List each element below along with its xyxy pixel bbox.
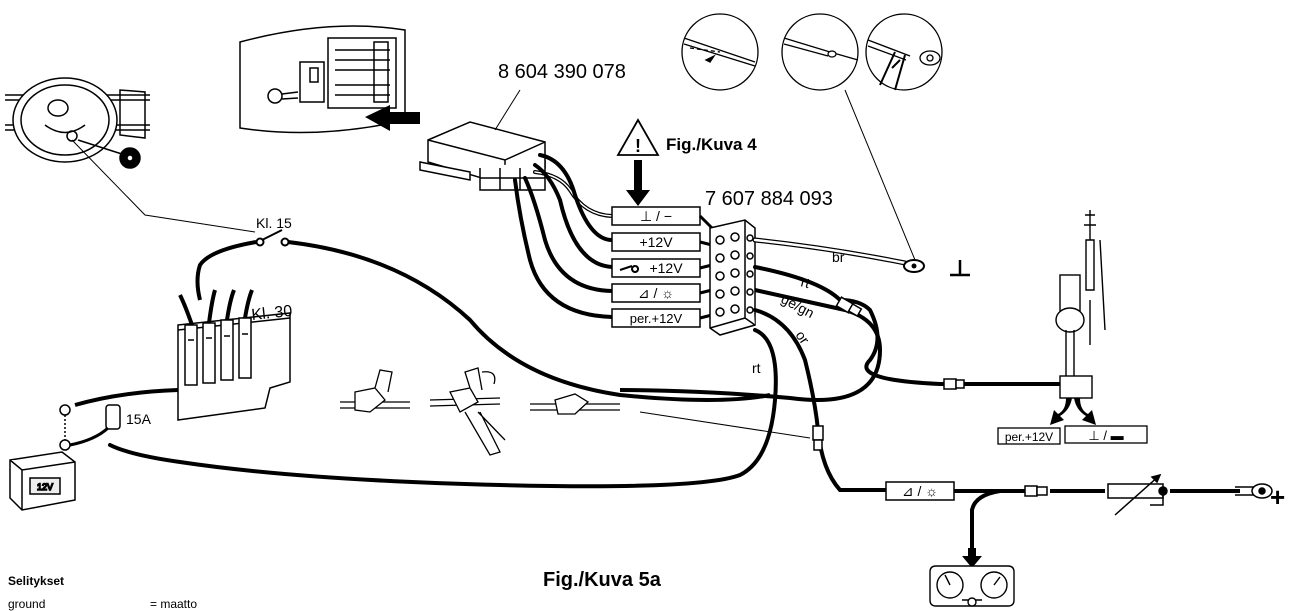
tag-ground: ⊥ / −	[611, 206, 701, 226]
ignition-pointer-line	[71, 139, 256, 233]
ground-wire	[752, 237, 925, 273]
antenna-tag-ground: ⊥ / ▬	[1064, 425, 1148, 444]
svg-text:!: !	[635, 136, 641, 156]
iso-connector-icon	[419, 121, 546, 191]
wire-ge-gn-label: ge/gn	[779, 291, 817, 322]
wire-rt-upper-label: rt	[799, 273, 812, 291]
kl15-feed-wire	[195, 240, 257, 301]
or-wire	[753, 308, 888, 492]
tag-key12v-label: +12V	[649, 260, 683, 276]
antenna-ground-label: ⊥ / ▬	[1088, 428, 1123, 443]
tag-dimmer-label: ⊿ / ☼	[638, 285, 674, 301]
or-inline-connector	[812, 425, 824, 451]
part-number-pointer	[494, 89, 521, 131]
warning-fig-label: Fig./Kuva 4	[666, 135, 757, 154]
figure-caption: Fig./Kuva 5a	[543, 569, 662, 591]
wire-br-label: br	[832, 249, 845, 265]
insert-arrow-icon	[365, 105, 420, 131]
tag-dimmer: ⊿ / ☼	[611, 283, 701, 303]
kl15-wire	[287, 240, 771, 402]
tag-ground-label: ⊥ / −	[640, 208, 672, 224]
rt-wire-antenna	[753, 265, 1062, 386]
tag-per12v: per.+12V	[611, 308, 701, 328]
dimmer-tag-label: ⊿ / ☼	[902, 483, 938, 499]
crimp-pointer-line	[844, 89, 916, 261]
battery-voltage: 12V	[37, 482, 53, 492]
legend-value: = maatto	[150, 597, 197, 611]
kl30-label: Kl. 30	[251, 303, 294, 324]
legend-term: ground	[8, 597, 45, 611]
crimp-detail-icons	[681, 13, 943, 91]
fuse-box-icon	[177, 312, 291, 421]
inline-fuse-icon	[69, 404, 121, 447]
kl15-label: Kl. 15	[256, 215, 292, 231]
rheostat-icon	[1107, 473, 1168, 516]
ground-symbol-icon	[950, 260, 970, 277]
rt-wire-battery	[108, 328, 778, 489]
warning-arrow-icon	[626, 160, 650, 206]
ge-gn-wire	[619, 288, 883, 402]
connector-wires	[513, 153, 614, 319]
kl15-switch-icon	[255, 229, 290, 247]
instrument-cluster-icon	[929, 565, 1015, 607]
tag-plus12v-label: +12V	[639, 234, 673, 250]
ring-terminal-icon	[1235, 483, 1273, 499]
warning-triangle-icon: !	[616, 118, 660, 156]
fuse-box-wires	[74, 289, 254, 407]
inline-connector-icons	[835, 296, 965, 390]
dimmer-wire	[954, 489, 1240, 548]
power-antenna-icon	[1055, 210, 1106, 399]
dashboard-lamp-arrow	[962, 548, 982, 568]
tool-pointer-line	[639, 411, 811, 439]
radio-unit-icon	[239, 25, 406, 134]
dimmer-tag: ⊿ / ☼	[885, 481, 955, 501]
terminal-screws	[715, 232, 754, 317]
tag-key12v: +12V	[611, 258, 701, 278]
steering-wheel-icon	[5, 77, 150, 169]
plus-sign: +	[1270, 482, 1285, 512]
crimp-tool-icons	[340, 367, 620, 456]
antenna-arrows	[1050, 398, 1096, 425]
fuse-rating-label: 15A	[126, 411, 152, 427]
tag-per12v-label: per.+12V	[630, 311, 683, 326]
antenna-tag-per12v: per.+12V	[997, 427, 1061, 445]
dimmer-connector	[1024, 485, 1048, 497]
terminal-block-part-number: 7 607 884 093	[705, 188, 833, 210]
terminal-block-icon	[709, 219, 756, 336]
legend-title: Selitykset	[8, 574, 64, 588]
connector-part-number: 8 604 390 078	[498, 61, 626, 83]
tag-plus12v: +12V	[611, 232, 701, 252]
battery-icon: 12V	[9, 404, 76, 511]
antenna-per12v-label: per.+12V	[1005, 430, 1053, 444]
key-icon	[619, 265, 640, 273]
wire-rt-lower-label: rt	[752, 360, 761, 376]
